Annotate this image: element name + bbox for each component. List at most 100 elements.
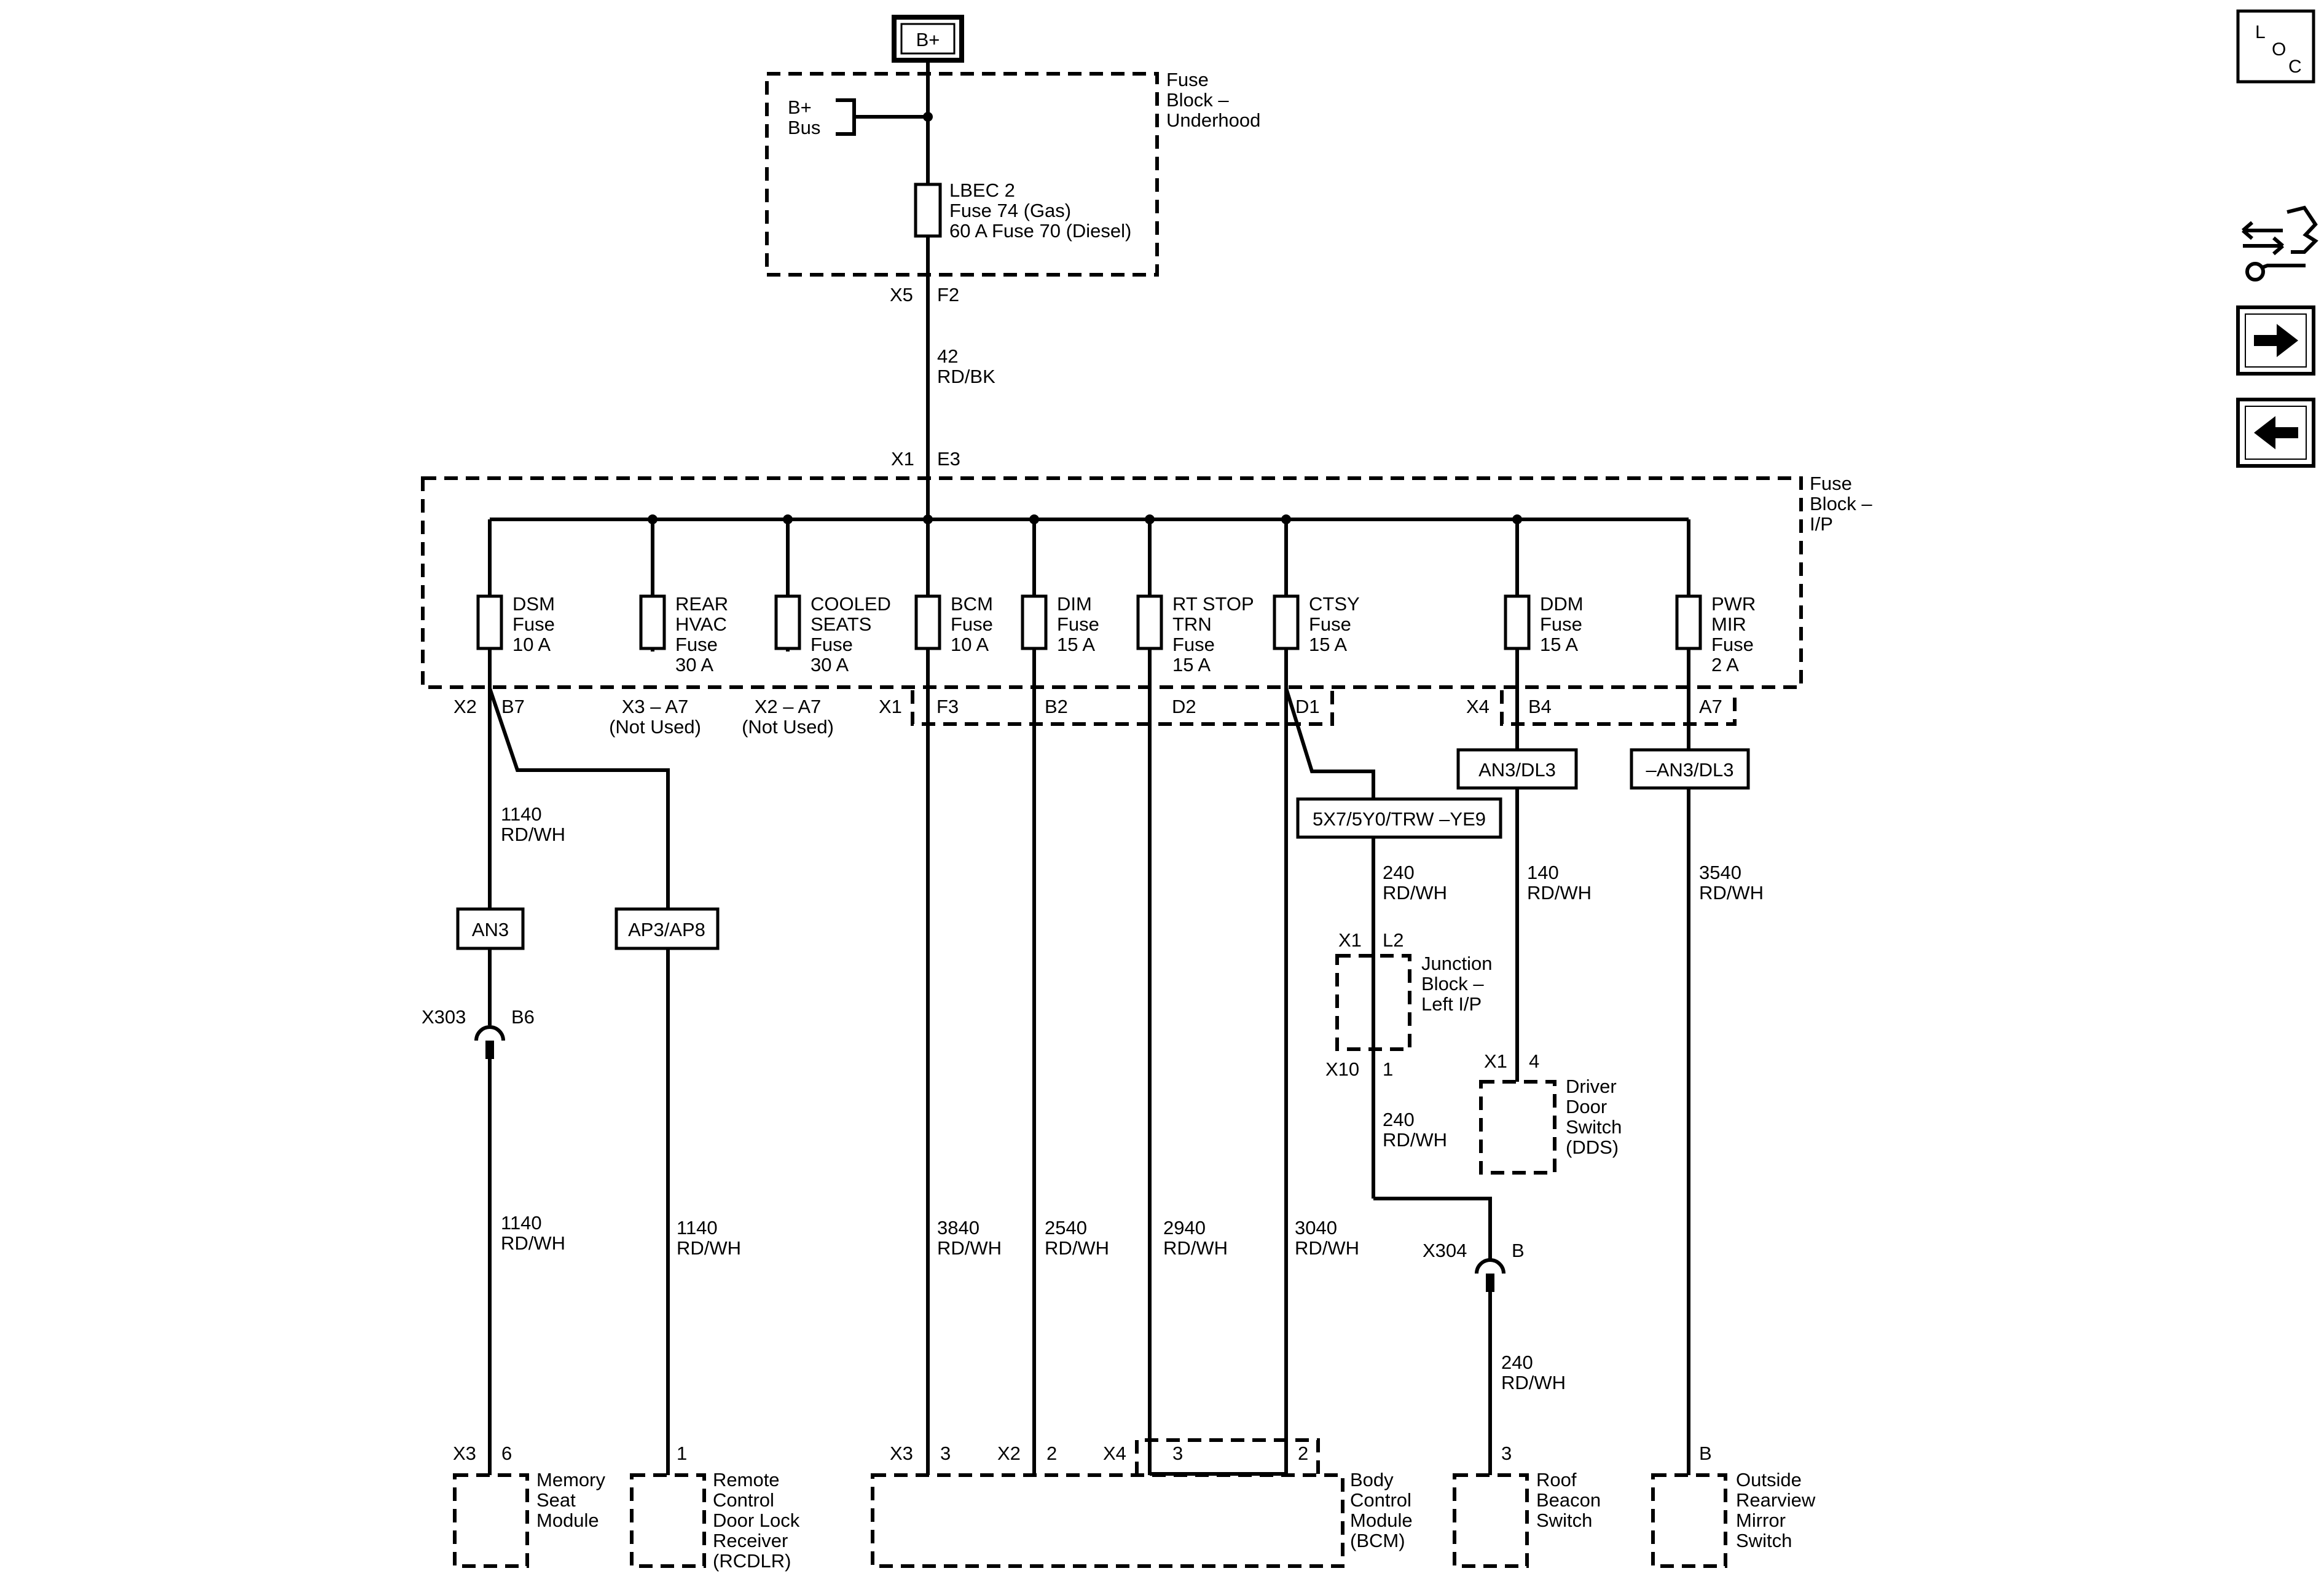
svg-text:Body: Body (1350, 1469, 1394, 1490)
svg-text:Control: Control (713, 1489, 774, 1511)
svg-text:Switch: Switch (1536, 1510, 1592, 1531)
svg-text:Fuse: Fuse (512, 613, 555, 635)
underhood-connector: X5 (890, 284, 913, 305)
svg-text:30 A: 30 A (675, 654, 713, 675)
x304-label: X304 (1423, 1240, 1467, 1261)
rcdlr-pin: 1 (677, 1443, 687, 1464)
svg-text:2 A: 2 A (1711, 654, 1739, 675)
dsm-fuse-label: DSM Fuse 10 A (512, 593, 555, 655)
svg-text:Beacon: Beacon (1536, 1489, 1601, 1511)
dds-pin: 4 (1529, 1050, 1539, 1072)
dsm-upper-wire-num: 1140 (501, 803, 542, 825)
x1-conn: X1 (879, 696, 902, 717)
x4-conn: X4 (1466, 696, 1490, 717)
svg-text:DDM: DDM (1540, 593, 1584, 615)
svg-text:Door: Door (1566, 1096, 1607, 1117)
ap3-ap8-option-box: AP3/AP8 (614, 907, 720, 950)
ctsy-fuse-label: CTSY Fuse 15 A (1309, 593, 1360, 655)
svg-text:15 A: 15 A (1172, 654, 1211, 675)
svg-text:Remote: Remote (713, 1469, 780, 1490)
rtstop-wire-color: RD/WH (1163, 1237, 1228, 1259)
bcm-fuse-icon (914, 594, 941, 650)
svg-text:Roof: Roof (1536, 1469, 1577, 1490)
pwrmir-wire-color: RD/WH (1699, 882, 1764, 904)
battery-source: B+ (892, 15, 964, 63)
svg-text:Fuse: Fuse (1172, 634, 1215, 655)
fuse-block-ip: Fuse Block – I/P DSM Fuse (421, 473, 1872, 1475)
roof-wire-color: RD/WH (1501, 1372, 1566, 1393)
connector-wrench-icon[interactable] (2242, 205, 2318, 282)
svg-text:(DDS): (DDS) (1566, 1136, 1619, 1158)
rcdlr-wire-num: 1140 (677, 1217, 718, 1238)
svg-text:REAR: REAR (675, 593, 728, 615)
junction-label-3: Left I/P (1421, 993, 1482, 1015)
x304-pin: B (1512, 1240, 1525, 1261)
dsm-fuse-icon (476, 594, 503, 650)
x303-inline-connector-icon (474, 1025, 505, 1059)
svg-text:HVAC: HVAC (675, 613, 727, 635)
memory-seat-pin: 6 (501, 1443, 512, 1464)
remote-control-door-lock-receiver: Remote Control Door Lock Receiver (RCDLR… (630, 1469, 800, 1572)
next-arrow-icon[interactable] (2236, 305, 2315, 376)
dds-conn: X1 (1484, 1050, 1507, 1072)
svg-text:–AN3/DL3: –AN3/DL3 (1646, 759, 1733, 781)
fuse-block-underhood: Fuse Block – Underhood B+ Bus LBEC 2 Fus… (765, 69, 1260, 277)
svg-text:TRN: TRN (1172, 613, 1212, 635)
svg-text:Switch: Switch (1566, 1116, 1622, 1138)
ip-block-label-2: Block – (1810, 493, 1872, 514)
body-control-module: Body Control Module (BCM) (871, 1469, 1413, 1568)
lbec2-fuse-icon (914, 183, 942, 238)
lbec-fuse-label-1: LBEC 2 (949, 179, 1015, 201)
pwrmir-option-box: –AN3/DL3 (1630, 748, 1750, 790)
dim-pin: B2 (1045, 696, 1068, 717)
pwr-mir-fuse-icon (1675, 594, 1702, 650)
svg-text:(BCM): (BCM) (1350, 1530, 1405, 1551)
rtstop-wire-num: 2940 (1163, 1217, 1206, 1238)
svg-text:DSM: DSM (512, 593, 555, 615)
underhood-label-2: Block – (1166, 89, 1229, 111)
svg-text:(RCDLR): (RCDLR) (713, 1550, 791, 1572)
svg-text:10 A: 10 A (512, 634, 551, 655)
dim-wire-color: RD/WH (1045, 1237, 1109, 1259)
rtstop-pin: D2 (1172, 696, 1196, 717)
svg-text:Outside: Outside (1736, 1469, 1802, 1490)
an3-option-box: AN3 (456, 907, 525, 950)
dim-fuse-icon (1021, 594, 1048, 650)
rcdlr-wire-color: RD/WH (677, 1237, 741, 1259)
dim-wire-num: 2540 (1045, 1217, 1087, 1238)
svg-text:Fuse: Fuse (811, 634, 853, 655)
ctsy-option-box: 5X7/5Y0/TRW –YE9 (1296, 797, 1502, 839)
svg-text:Module: Module (1350, 1510, 1413, 1531)
underhood-label-3: Underhood (1166, 109, 1260, 131)
underhood-label-1: Fuse (1166, 69, 1209, 90)
loc-letter-l: L (2255, 22, 2266, 42)
svg-text:5X7/5Y0/TRW –YE9: 5X7/5Y0/TRW –YE9 (1313, 808, 1486, 830)
svg-text:Seat: Seat (536, 1489, 576, 1511)
svg-text:Mirror: Mirror (1736, 1510, 1786, 1531)
svg-text:Fuse: Fuse (1711, 634, 1754, 655)
bcm-pin: F3 (936, 696, 959, 717)
svg-text:Fuse: Fuse (675, 634, 718, 655)
ddm-pin: B4 (1528, 696, 1552, 717)
ip-input-connector: X1 (891, 448, 914, 470)
junction-out-pin: 1 (1383, 1058, 1393, 1080)
feed-wire-color: RD/BK (937, 366, 995, 387)
ctsy-wire-color: RD/WH (1295, 1237, 1359, 1259)
previous-arrow-icon[interactable] (2236, 398, 2315, 468)
loc-letter-c: C (2288, 57, 2302, 77)
svg-text:Rearview: Rearview (1736, 1489, 1816, 1511)
ctsy-fuse-icon (1273, 594, 1300, 650)
bcm-wire-color: RD/WH (937, 1237, 1002, 1259)
component-locator-icon[interactable]: L O C (2236, 9, 2315, 84)
dsm-conn: X2 (453, 696, 477, 717)
svg-text:PWR: PWR (1711, 593, 1756, 615)
dim-fuse-label: DIM Fuse 15 A (1057, 593, 1099, 655)
memory-seat-conn: X3 (453, 1443, 476, 1464)
cooled-seats-fuse-icon (774, 594, 801, 650)
rear-hvac-fuse-label: REAR HVAC Fuse 30 A (675, 593, 728, 675)
ip-block-label-1: Fuse (1810, 473, 1852, 494)
rear-hvac-conn-2: (Not Used) (609, 716, 701, 738)
bus-label-2: Bus (788, 117, 820, 138)
lbec-fuse-label-2: Fuse 74 (Gas) (949, 200, 1071, 221)
pwr-mir-fuse-label: PWR MIR Fuse 2 A (1711, 593, 1756, 675)
